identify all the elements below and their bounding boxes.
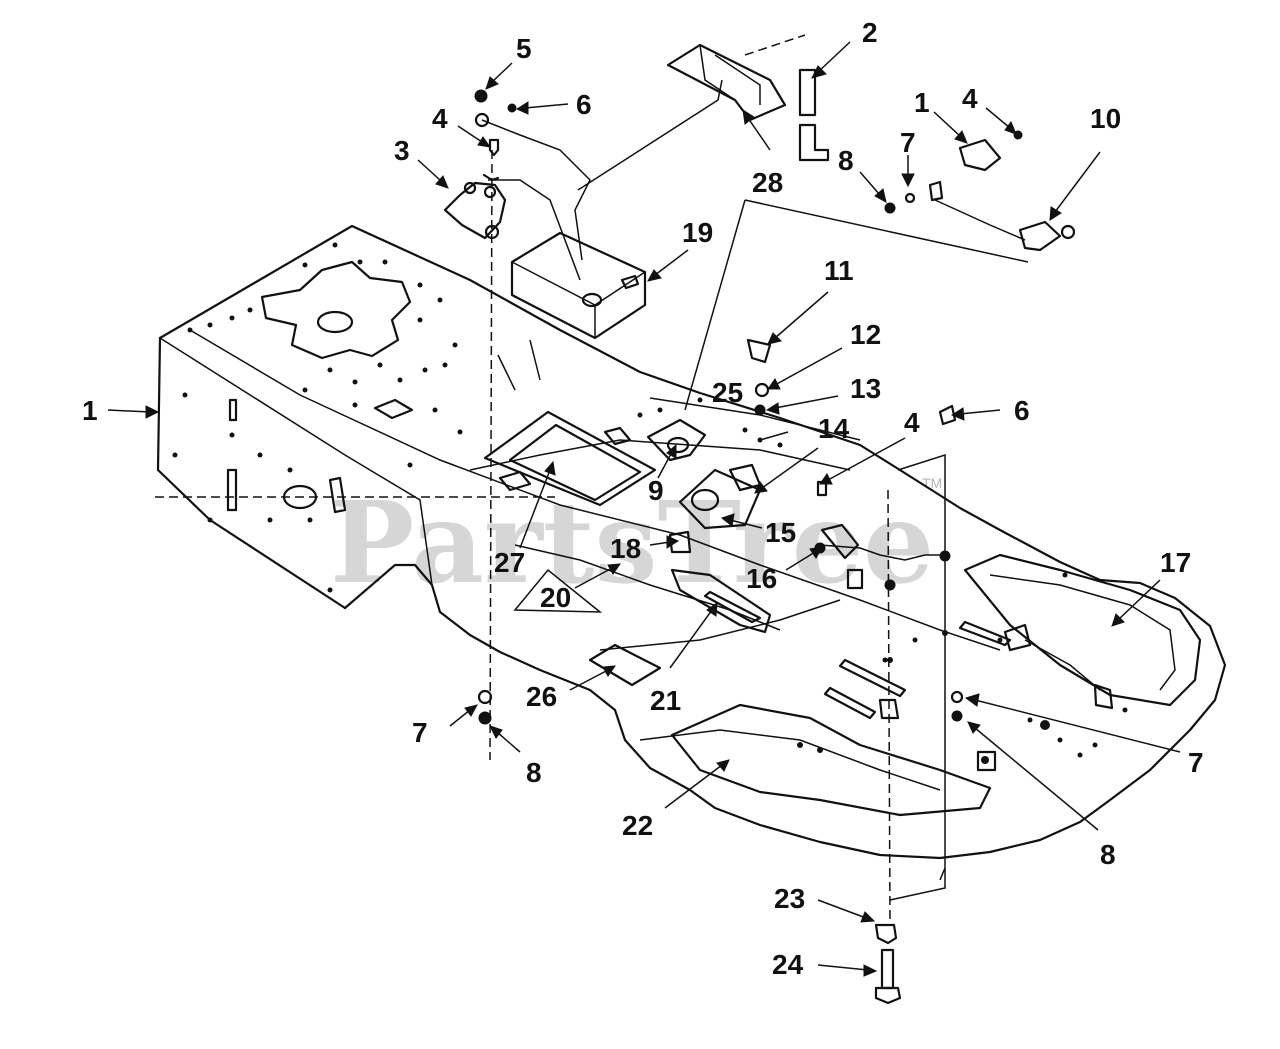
bracket-part[interactable]	[798, 68, 830, 162]
callout-4-top: 4	[432, 103, 448, 134]
callout-19: 19	[682, 217, 713, 248]
callout-20: 20	[540, 582, 571, 613]
battery-part[interactable]	[510, 231, 647, 340]
ignition-switch-part[interactable]	[746, 338, 772, 416]
callout-9: 9	[648, 475, 664, 506]
callout-5: 5	[516, 33, 532, 64]
callout-21: 21	[650, 685, 681, 716]
pedal-bracket-right[interactable]	[878, 623, 1114, 772]
callout-10: 10	[1090, 103, 1121, 134]
callout-11: 11	[824, 255, 854, 286]
throttle-control-part[interactable]	[884, 130, 1076, 252]
callout-1-left: 1	[82, 395, 98, 426]
callout-26: 26	[526, 681, 557, 712]
callout-27: 27	[494, 547, 525, 578]
callout-4-center: 4	[904, 407, 920, 438]
callout-8-top: 8	[838, 145, 854, 176]
callout-23: 23	[774, 883, 805, 914]
frame-part[interactable]	[156, 224, 1227, 860]
callout-6-right: 6	[1014, 395, 1030, 426]
callout-6-top: 6	[576, 89, 592, 120]
callout-17: 17	[1160, 547, 1191, 578]
callout-arrows	[107, 41, 1181, 977]
callout-8-bottom-left: 8	[526, 757, 542, 788]
bottom-left-hardware[interactable]	[477, 689, 493, 725]
callout-7-top: 7	[900, 127, 916, 158]
callout-8-right: 8	[1100, 839, 1116, 870]
callout-12: 12	[850, 319, 881, 350]
callout-14: 14	[818, 413, 850, 444]
bottom-bolt-part[interactable]	[874, 923, 902, 1005]
callout-25: 25	[712, 377, 743, 408]
callout-7-right: 7	[1188, 747, 1204, 778]
solenoid-part[interactable]	[443, 181, 507, 240]
battery-holddown-part[interactable]	[666, 43, 787, 122]
pedal-assembly-part[interactable]	[646, 418, 762, 554]
assembly-lines	[155, 34, 1029, 921]
callout-16: 16	[746, 563, 777, 594]
callout-2: 2	[862, 17, 878, 48]
callout-28: 28	[752, 167, 783, 198]
callout-24: 24	[772, 949, 804, 980]
callout-3: 3	[394, 135, 410, 166]
callout-18: 18	[610, 533, 641, 564]
hardware-top-left[interactable]	[474, 89, 591, 281]
watermark-trademark: TM	[922, 475, 942, 491]
callout-13: 13	[850, 373, 881, 404]
callout-15: 15	[765, 517, 796, 548]
callout-22: 22	[622, 810, 653, 841]
callout-1-right: 1	[914, 87, 930, 118]
callout-labels: 1 2 3 4 5 6 1 4 7 8 10 28 19 11 12 13 25…	[82, 17, 1204, 980]
callout-7-bottom-left: 7	[412, 717, 428, 748]
callout-4-right: 4	[962, 83, 978, 114]
